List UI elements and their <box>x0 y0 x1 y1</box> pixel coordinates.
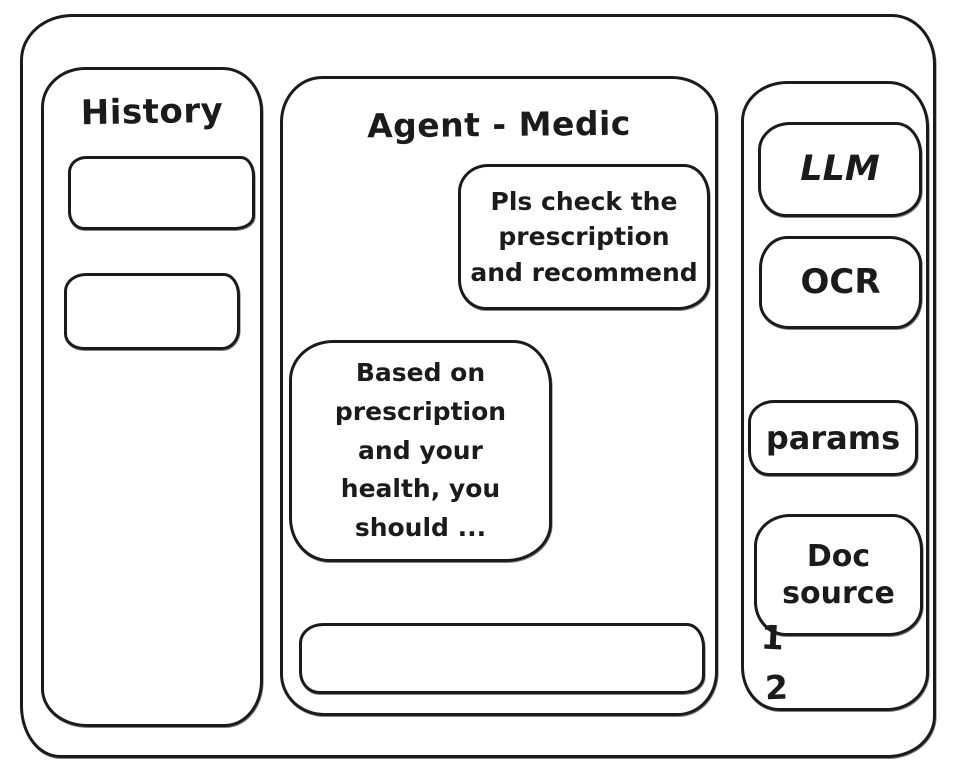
ocr-button[interactable]: OCR <box>759 236 922 329</box>
params-button[interactable]: params <box>748 400 918 476</box>
user-message-bubble: Pls check the prescription and recommend <box>458 164 710 310</box>
llm-button[interactable]: LLM <box>758 122 922 217</box>
tools-sidebar: LLM OCR params Doc source 1 2 <box>741 81 929 711</box>
history-title: History <box>80 90 224 134</box>
assistant-message-bubble: Based on prescription and your health, y… <box>289 340 552 562</box>
doc-source-list-item-1[interactable]: 1 <box>759 617 786 658</box>
history-sidebar: History <box>41 67 263 727</box>
chat-panel: Agent - Medic Pls check the prescription… <box>280 76 718 716</box>
doc-source-list-item-2[interactable]: 2 <box>764 667 790 708</box>
chat-title: Agent - Medic <box>366 103 632 146</box>
message-input[interactable] <box>299 623 705 694</box>
history-item[interactable] <box>64 273 240 350</box>
doc-source-button[interactable]: Doc source <box>754 514 923 636</box>
history-item[interactable] <box>68 156 255 230</box>
app-window: History Agent - Medic Pls check the pres… <box>20 14 936 758</box>
